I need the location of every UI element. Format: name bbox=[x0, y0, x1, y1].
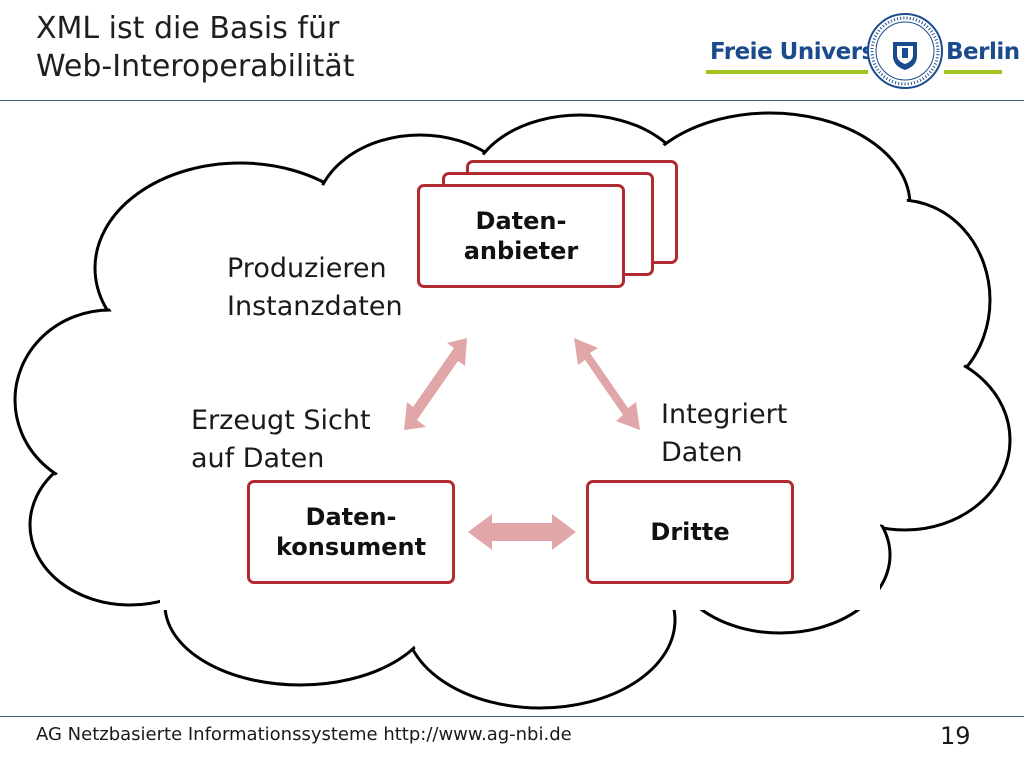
third-party-box: Dritte bbox=[586, 480, 794, 584]
label-produzieren: Produzieren Instanzdaten bbox=[227, 253, 403, 322]
logo-underline-left bbox=[706, 70, 868, 74]
data-consumer-label-line-2: konsument bbox=[275, 533, 427, 561]
footer-text: AG Netzbasierte Informationssysteme http… bbox=[36, 724, 572, 745]
data-provider-label-line-2: anbieter bbox=[463, 237, 579, 265]
label-erzeugt: Erzeugt Sicht auf Daten bbox=[191, 405, 371, 474]
label-integriert: Integriert Daten bbox=[661, 399, 788, 468]
university-seal-icon bbox=[867, 13, 943, 89]
page-number: 19 bbox=[940, 722, 971, 750]
data-provider-box: Daten- anbieter bbox=[417, 184, 625, 288]
university-logo: Freie Universität Berlin bbox=[706, 12, 1020, 98]
slide-title-line-1: XML ist die Basis für bbox=[36, 11, 340, 46]
slide-title: XML ist die Basis für Web-Interoperabili… bbox=[36, 10, 355, 86]
data-consumer-box: Daten- konsument bbox=[247, 480, 455, 584]
third-party-label: Dritte bbox=[650, 518, 730, 546]
logo-text-right: Berlin bbox=[946, 39, 1020, 65]
data-provider-label-line-1: Daten- bbox=[475, 207, 567, 235]
data-consumer-label-line-1: Daten- bbox=[305, 503, 397, 531]
footer-divider bbox=[0, 716, 1024, 717]
header-divider bbox=[0, 100, 1024, 101]
slide-title-line-2: Web-Interoperabilität bbox=[36, 49, 355, 84]
logo-underline-right bbox=[944, 70, 1002, 74]
